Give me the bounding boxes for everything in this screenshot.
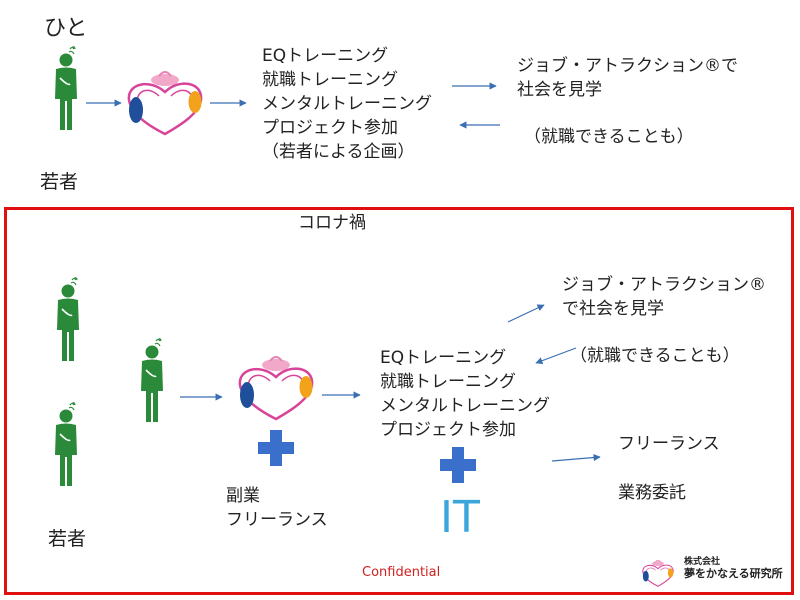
top-program-list: EQトレーニング 就職トレーニング メンタルトレーニング プロジェクト参加 （若… (262, 44, 432, 164)
covid-label: コロナ禍 (298, 213, 366, 233)
person-icon (54, 401, 78, 487)
covid-person-label: 若者 (48, 528, 87, 550)
result-line: で社会を見学 (562, 299, 664, 319)
arrow-icon (535, 347, 577, 365)
person-icon (56, 276, 80, 362)
program-item: EQトレーニング (262, 46, 389, 66)
result-line: ジョブ・アトラクション®で (517, 56, 738, 76)
program-item: メンタルトレーニング (380, 396, 550, 416)
person-icon (140, 337, 164, 423)
arrow-icon (507, 304, 545, 323)
section-title: ひと (44, 16, 88, 41)
side-job-list: 副業 フリーランス (226, 484, 328, 532)
arrow-icon (551, 453, 601, 462)
company-logo-text: 株式会社 夢をかなえる研究所 (684, 556, 783, 580)
result-line: ジョブ・アトラクション® (562, 275, 766, 295)
top-result-note: （就職できることも） (524, 127, 694, 147)
program-item: メンタルトレーニング (262, 94, 432, 114)
program-item: 就職トレーニング (380, 372, 516, 392)
outcome-freelance: フリーランス (618, 434, 720, 454)
side-job-item: 副業 (226, 486, 260, 506)
logo-line: 夢をかなえる研究所 (684, 567, 783, 580)
outcome-outsourcing: 業務委託 (618, 483, 686, 503)
person-icon (54, 45, 78, 131)
covid-result-note: （就職できることも） (570, 346, 740, 366)
covid-frame (4, 207, 794, 595)
side-job-item: フリーランス (226, 510, 328, 530)
top-result: ジョブ・アトラクション®で 社会を見学 (517, 54, 738, 102)
program-item: プロジェクト参加 (262, 118, 398, 138)
program-item: （若者による企画） (262, 142, 415, 162)
it-label: IT (440, 492, 480, 543)
logo-line: 株式会社 (684, 557, 721, 567)
program-item: プロジェクト参加 (380, 420, 516, 440)
company-logo-icon (642, 559, 674, 587)
heart-logo-icon (238, 355, 314, 421)
covid-program-list: EQトレーニング 就職トレーニング メンタルトレーニング プロジェクト参加 (380, 346, 550, 442)
plus-icon (440, 447, 476, 483)
result-line: 社会を見学 (517, 80, 602, 100)
covid-result: ジョブ・アトラクション® で社会を見学 (562, 273, 766, 321)
top-person-label: 若者 (40, 171, 79, 193)
confidential-label: Confidential (362, 565, 441, 580)
program-item: EQトレーニング (380, 348, 507, 368)
plus-icon (258, 430, 294, 466)
program-item: 就職トレーニング (262, 70, 398, 90)
heart-logo-icon (127, 70, 203, 136)
